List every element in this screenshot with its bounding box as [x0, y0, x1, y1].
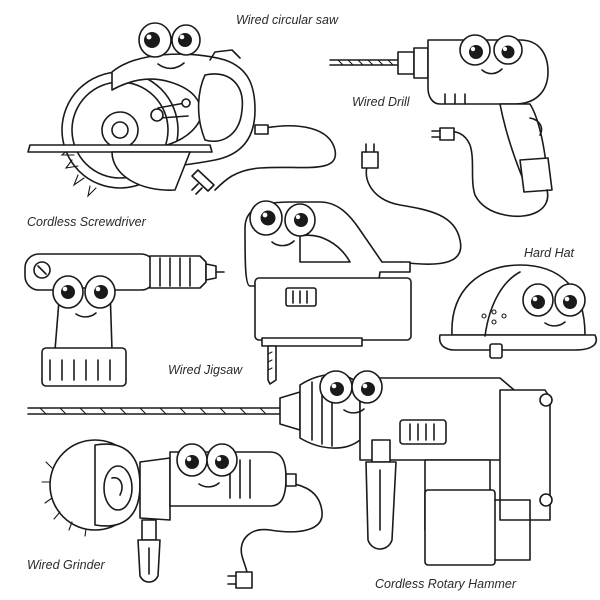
label-cordless-rotary-hammer: Cordless Rotary Hammer — [375, 577, 517, 591]
wired-drill — [329, 34, 553, 217]
label-wired-grinder: Wired Grinder — [27, 558, 105, 572]
hard-hat — [438, 264, 597, 359]
wired-jigsaw — [244, 143, 462, 385]
label-wired-drill: Wired Drill — [352, 95, 410, 109]
label-wired-jigsaw: Wired Jigsaw — [168, 363, 243, 377]
label-hard-hat: Hard Hat — [524, 246, 575, 260]
label-wired-circular-saw: Wired circular saw — [236, 13, 338, 27]
cordless-screwdriver — [24, 253, 225, 387]
circular-saw — [27, 22, 337, 198]
wired-grinder — [41, 439, 323, 589]
rotary-hammer — [27, 370, 553, 566]
label-cordless-screwdriver: Cordless Screwdriver — [27, 215, 146, 229]
